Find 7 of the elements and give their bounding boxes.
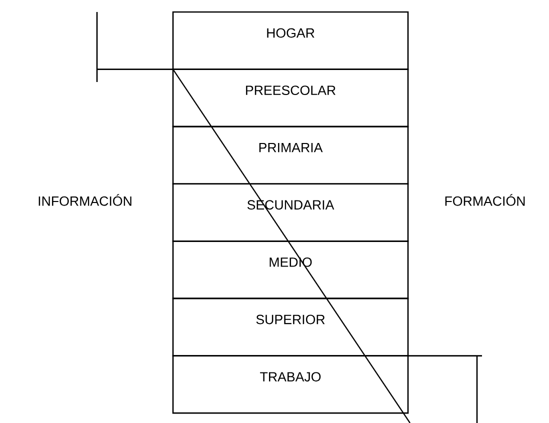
- level-box: PREESCOLAR: [172, 68, 409, 128]
- side-label: FORMACIÓN: [445, 194, 525, 206]
- level-box: PRIMARIA: [172, 126, 409, 185]
- level-box: TRABAJO: [172, 355, 409, 414]
- level-box: SUPERIOR: [172, 298, 409, 356]
- side-label: INFORMACIÓN: [38, 194, 132, 206]
- level-box: HOGAR: [172, 11, 409, 70]
